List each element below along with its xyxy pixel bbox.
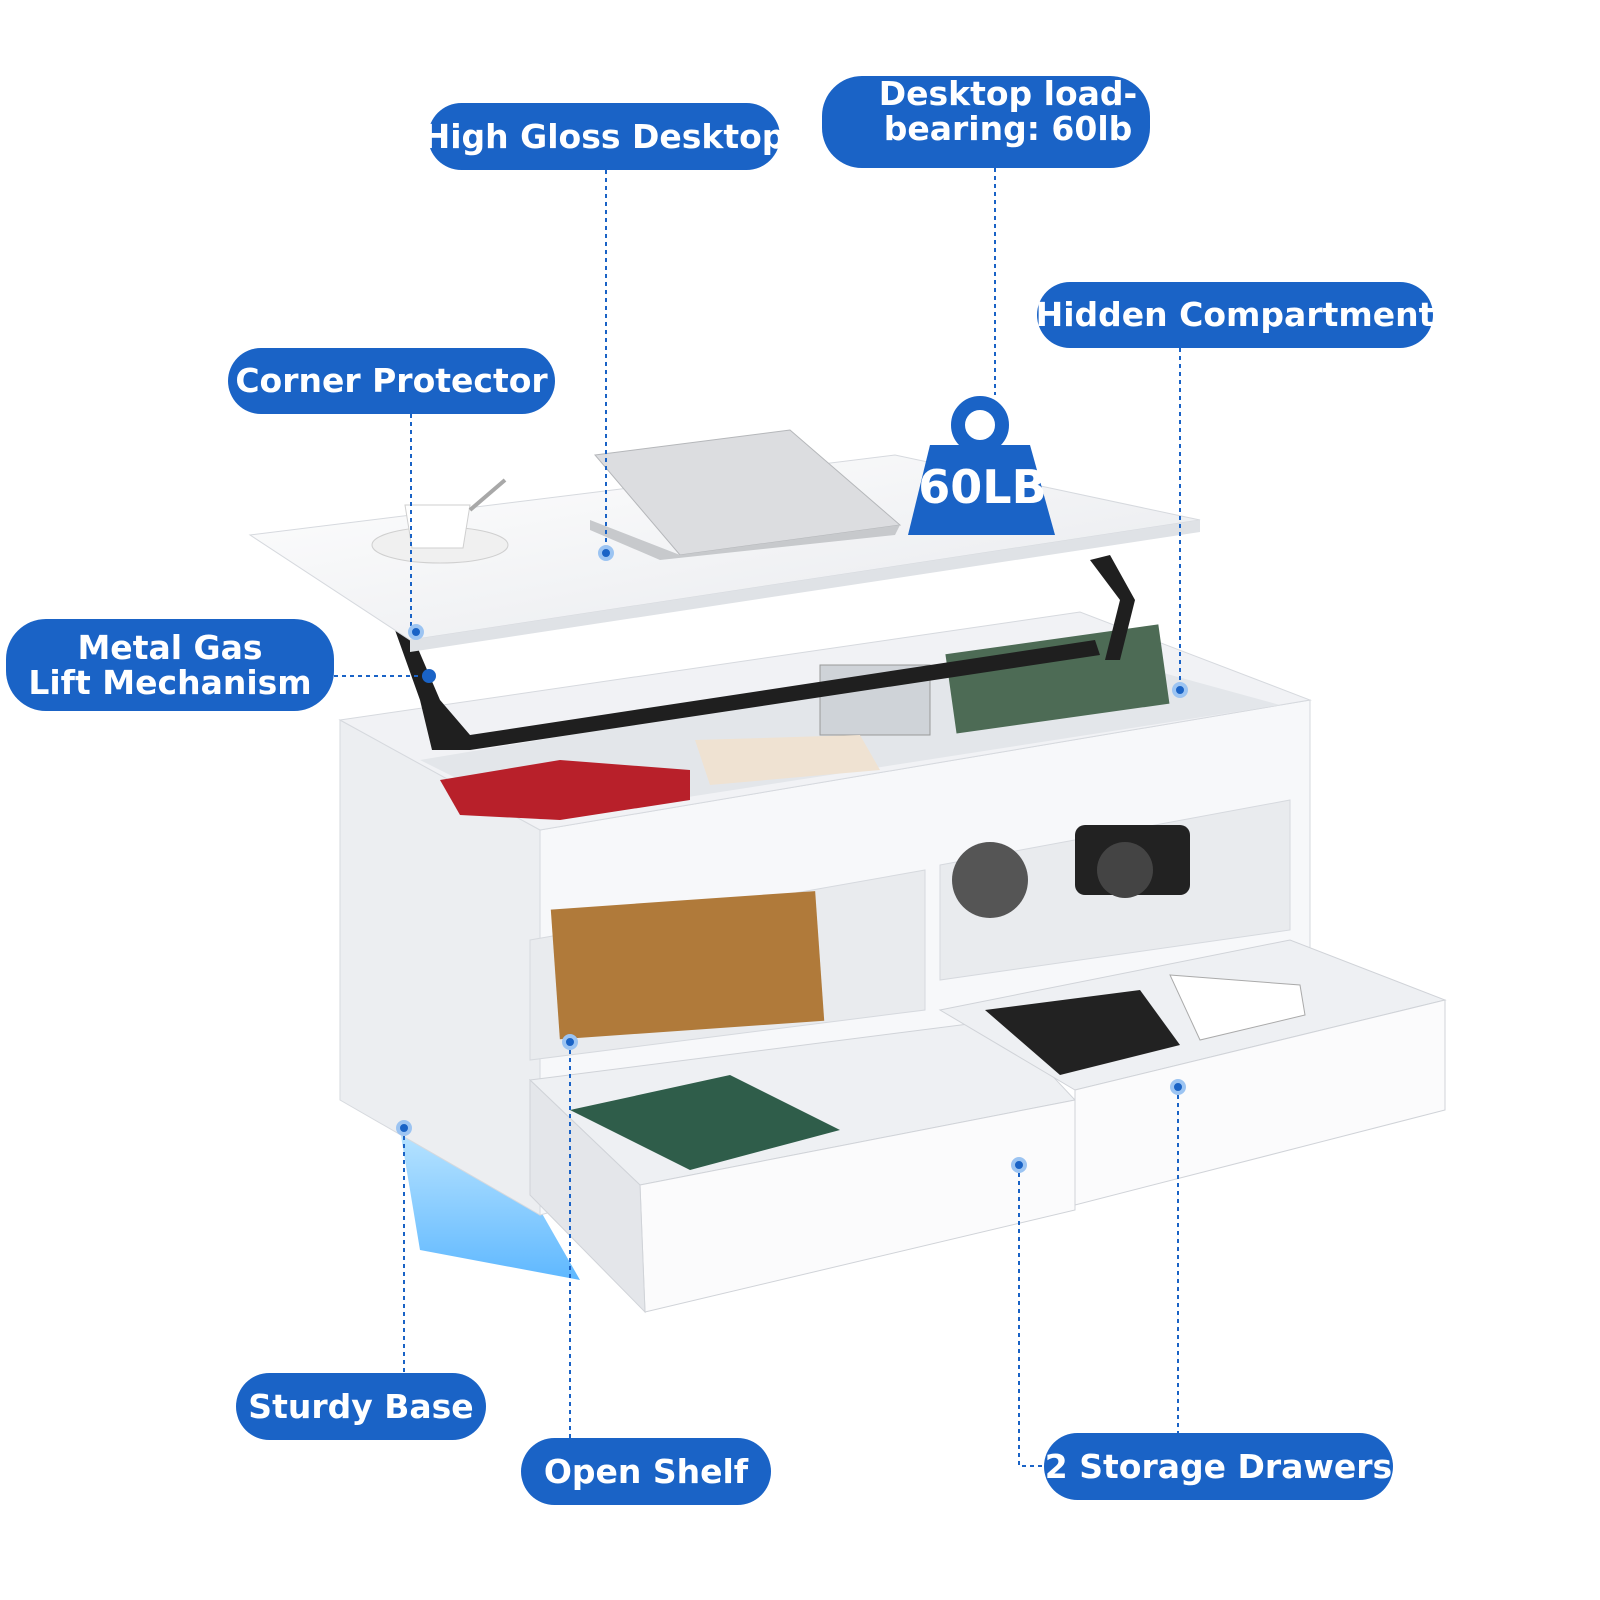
lift-arm-right [1090,555,1135,660]
callout-desktop-load-line1: Desktop load- [878,74,1138,113]
callout-metal-gas-lift: Metal Gas Lift Mechanism [6,619,334,711]
callout-corner-protector-label: Corner Protector [235,361,548,400]
drawer-book [570,1075,840,1170]
weight-icon [908,445,1055,535]
headphones [952,842,1028,918]
callout-desktop-load-line2: bearing: 60lb [883,109,1133,148]
callout-storage-drawers-label: 2 Storage Drawers [1044,1446,1393,1486]
weight-badge-label: 60LB [918,460,1047,514]
left-drawer-side [529,1078,646,1314]
gas-lift-piston-dot [422,669,436,683]
callout-sturdy-base-label: Sturdy Base [248,1386,474,1426]
wicker-basket [550,891,825,1040]
callout-corner-protector: Corner Protector [228,348,555,414]
coffee-cup [404,504,471,549]
desktop-edge [410,520,1200,652]
weight-handle [951,396,1009,454]
snack-packets [695,735,880,785]
lift-mechanism [395,630,1100,750]
callout-hidden-compartment-label: Hidden Compartment [1035,295,1435,334]
leader-lines [334,168,1181,1467]
right-drawer-front[interactable] [1074,999,1446,1206]
snacks [440,760,690,820]
callout-hidden-compartment: Hidden Compartment [1035,282,1435,348]
callout-metal-gas-lift-line1: Metal Gas [77,628,263,667]
game-controller [1169,974,1306,1041]
callout-open-shelf: Open Shelf [521,1438,771,1505]
callout-storage-drawers: 2 Storage Drawers [1044,1433,1393,1500]
callout-dots [396,545,1188,1173]
callout-desktop-load: Desktop load- bearing: 60lb [822,76,1150,168]
callout-open-shelf-label: Open Shelf [543,1451,749,1491]
callout-high-gloss-desktop-label: High Gloss Desktop [422,116,786,156]
callout-metal-gas-lift-line2: Lift Mechanism [28,663,312,702]
callout-sturdy-base: Sturdy Base [236,1373,486,1440]
led-glow [400,1130,580,1280]
callout-high-gloss-desktop: High Gloss Desktop [423,103,785,170]
notebook [985,990,1180,1075]
